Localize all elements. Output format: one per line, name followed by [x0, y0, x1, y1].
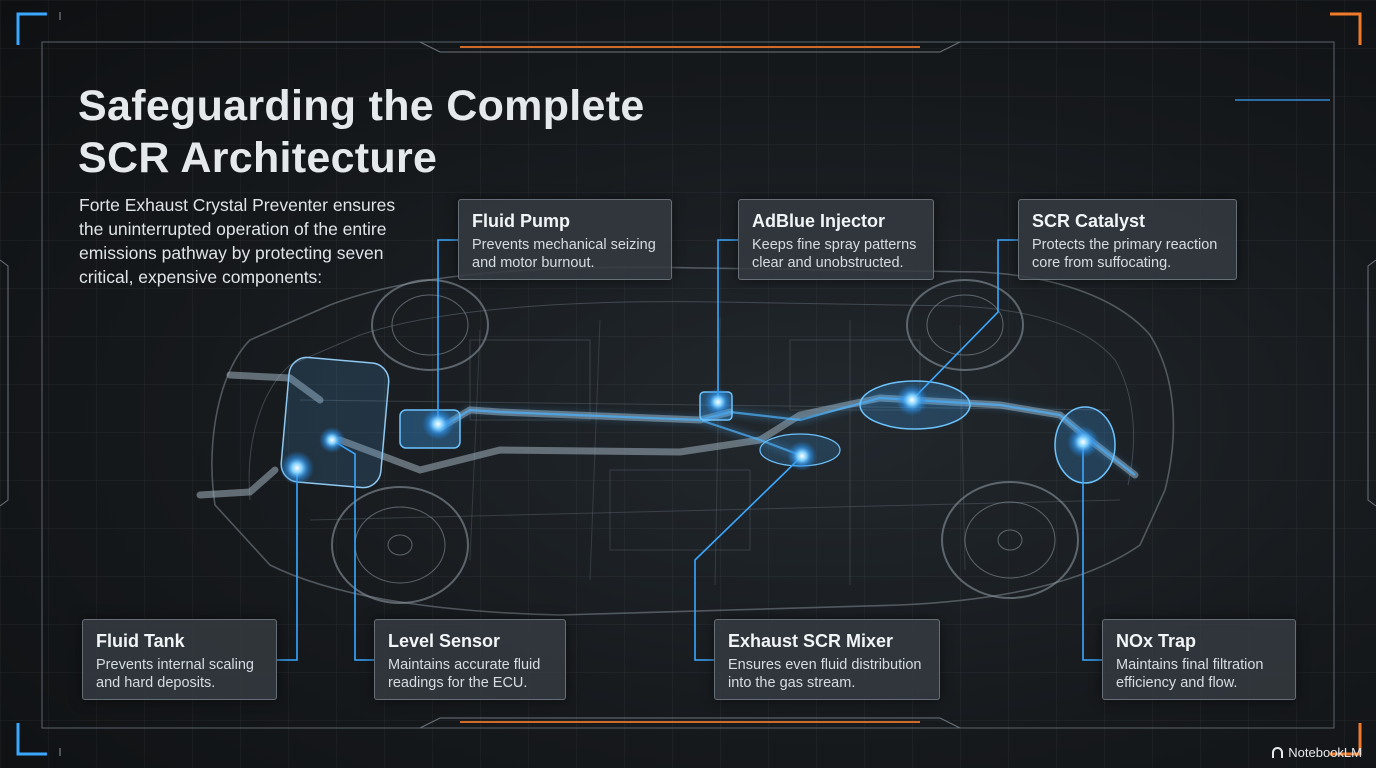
dot-fluid-tank [280, 451, 314, 485]
dot-nox-trap [1067, 426, 1099, 458]
dot-scr-catalyst [896, 384, 928, 416]
leader-adblue-injector [717, 239, 738, 400]
card-title: SCR Catalyst [1032, 211, 1146, 231]
card-level-sensor: Level Sensor Maintains accurate fluid re… [374, 619, 566, 700]
card-fluid-pump: Fluid Pump Prevents mechanical seizing a… [458, 199, 672, 280]
dot-level-sensor [319, 427, 345, 453]
card-exhaust-scr-mixer: Exhaust SCR Mixer Ensures even fluid dis… [714, 619, 940, 700]
leader-level-sensor [331, 439, 374, 661]
fluid-tank-shape [280, 356, 390, 489]
brand-watermark: NotebookLM [1272, 745, 1362, 760]
wheel-front-top [906, 279, 1024, 371]
card-title: AdBlue Injector [752, 211, 886, 231]
leader-scr-catalyst [911, 239, 1018, 401]
card-description: Prevents internal scaling and hard depos… [96, 657, 254, 691]
intro-paragraph: Forte Exhaust Crystal Preventer ensures … [79, 195, 396, 287]
leader-fluid-pump [437, 239, 458, 424]
card-description: Keeps fine spray patterns clear and unob… [752, 237, 917, 271]
notebooklm-logo-icon [1272, 747, 1284, 758]
card-nox-trap: NOx Trap Maintains final filtration effi… [1102, 619, 1296, 700]
card-scr-catalyst: SCR Catalyst Protects the primary reacti… [1018, 199, 1237, 280]
dot-adblue-injector [704, 388, 732, 416]
title-line-2: SCR Architecture [78, 134, 438, 182]
title-line-1: Safeguarding the Complete [78, 82, 645, 130]
wheel-front-bottom [941, 481, 1079, 599]
card-adblue-injector: AdBlue Injector Keeps fine spray pattern… [738, 199, 934, 280]
card-description: Maintains final filtration efficiency an… [1116, 657, 1264, 691]
card-description: Prevents mechanical seizing and motor bu… [472, 237, 656, 271]
card-description: Protects the primary reaction core from … [1032, 237, 1218, 271]
brand-label: NotebookLM [1288, 745, 1362, 760]
wheel-rear-top [371, 279, 489, 371]
leader-nox-trap [1082, 442, 1102, 661]
card-description: Maintains accurate fluid readings for th… [388, 657, 541, 691]
card-title: NOx Trap [1116, 631, 1197, 651]
leader-exhaust-scr-mixer [694, 455, 803, 661]
dot-fluid-pump [422, 408, 454, 440]
dot-exhaust-scr-mixer [787, 441, 817, 471]
car-body-outline [211, 266, 1175, 616]
card-title: Level Sensor [388, 631, 501, 651]
leader-fluid-tank [277, 468, 298, 661]
page-title: Safeguarding the Complete SCR Architectu… [78, 80, 718, 184]
card-title: Fluid Tank [96, 631, 185, 651]
card-title: Exhaust SCR Mixer [728, 631, 894, 651]
card-fluid-tank: Fluid Tank Prevents internal scaling and… [82, 619, 277, 700]
card-title: Fluid Pump [472, 211, 570, 231]
card-description: Ensures even fluid distribution into the… [728, 657, 922, 691]
